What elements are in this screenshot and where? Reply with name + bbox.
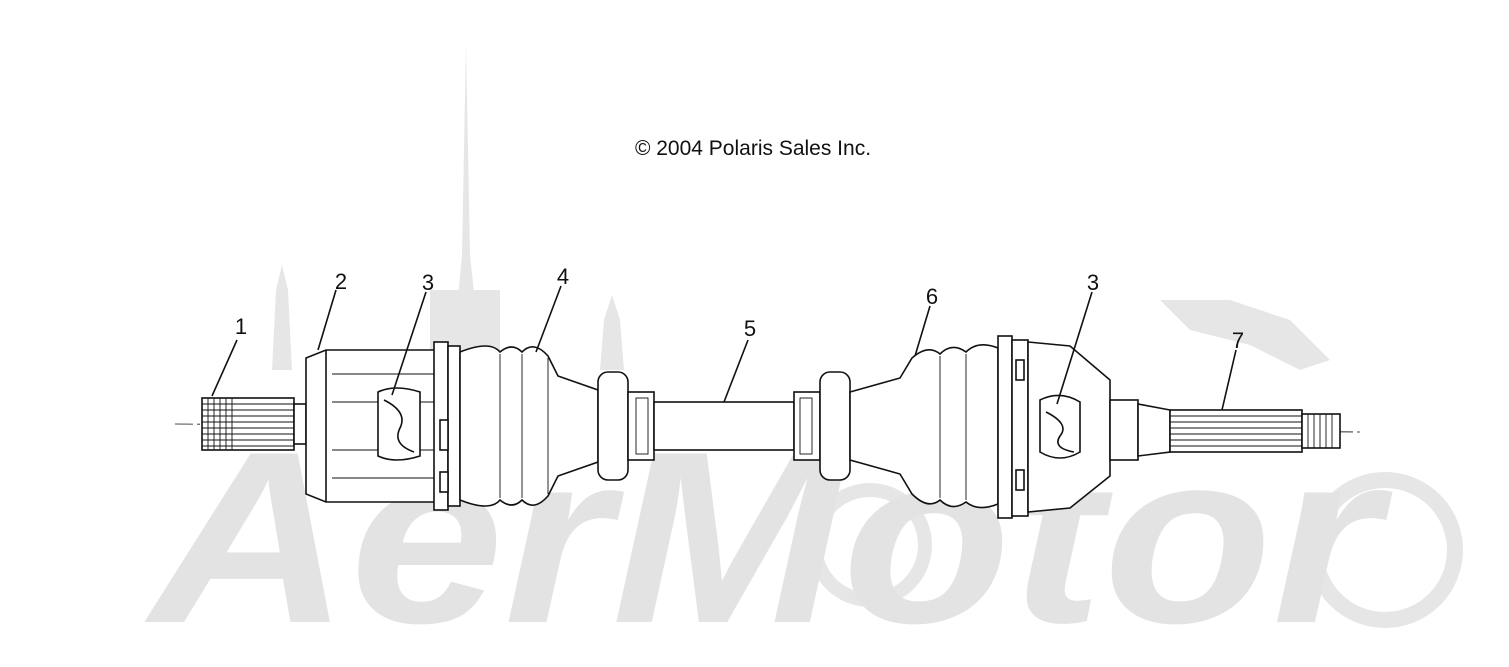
callout-2: 2 bbox=[335, 269, 347, 294]
center-shaft-assembly bbox=[597, 371, 851, 481]
inner-cv-ball-window bbox=[377, 387, 421, 461]
leader-3b bbox=[1056, 291, 1093, 405]
callout-3-outer: 3 bbox=[1087, 270, 1099, 295]
watermark-wheel bbox=[1307, 472, 1463, 628]
watermark-spire bbox=[455, 45, 478, 330]
outer-cv-joint bbox=[997, 335, 1111, 519]
leader-4 bbox=[535, 285, 562, 353]
callout-5: 5 bbox=[744, 316, 756, 341]
inner-stub-shaft bbox=[201, 397, 307, 451]
callout-4: 4 bbox=[557, 264, 569, 289]
leader-1 bbox=[211, 339, 238, 397]
leader-2 bbox=[317, 289, 337, 351]
callout-3-inner: 3 bbox=[422, 270, 434, 295]
leader-7 bbox=[1221, 349, 1237, 411]
inner-cv-housing bbox=[305, 341, 461, 511]
callout-7: 7 bbox=[1232, 328, 1244, 353]
center-shaft bbox=[653, 401, 795, 451]
copyright-notice: © 2004 Polaris Sales Inc. bbox=[635, 137, 871, 160]
outer-cv-ball-window bbox=[1039, 394, 1081, 459]
watermark-tower-mid bbox=[600, 295, 624, 370]
leader-6 bbox=[914, 305, 931, 357]
outer-stub-shaft bbox=[1109, 399, 1341, 461]
leader-3a bbox=[391, 291, 427, 396]
inner-boot bbox=[459, 345, 599, 507]
leader-5 bbox=[723, 339, 749, 403]
watermark-wheel-2 bbox=[808, 483, 932, 607]
watermark-tower-left bbox=[272, 265, 292, 370]
callout-leaders bbox=[211, 285, 1237, 411]
callout-labels: 1 2 3 4 5 6 3 7 bbox=[235, 264, 1244, 353]
callout-1: 1 bbox=[235, 314, 247, 339]
callout-6: 6 bbox=[926, 284, 938, 309]
watermark-motorcycle bbox=[1160, 300, 1330, 370]
